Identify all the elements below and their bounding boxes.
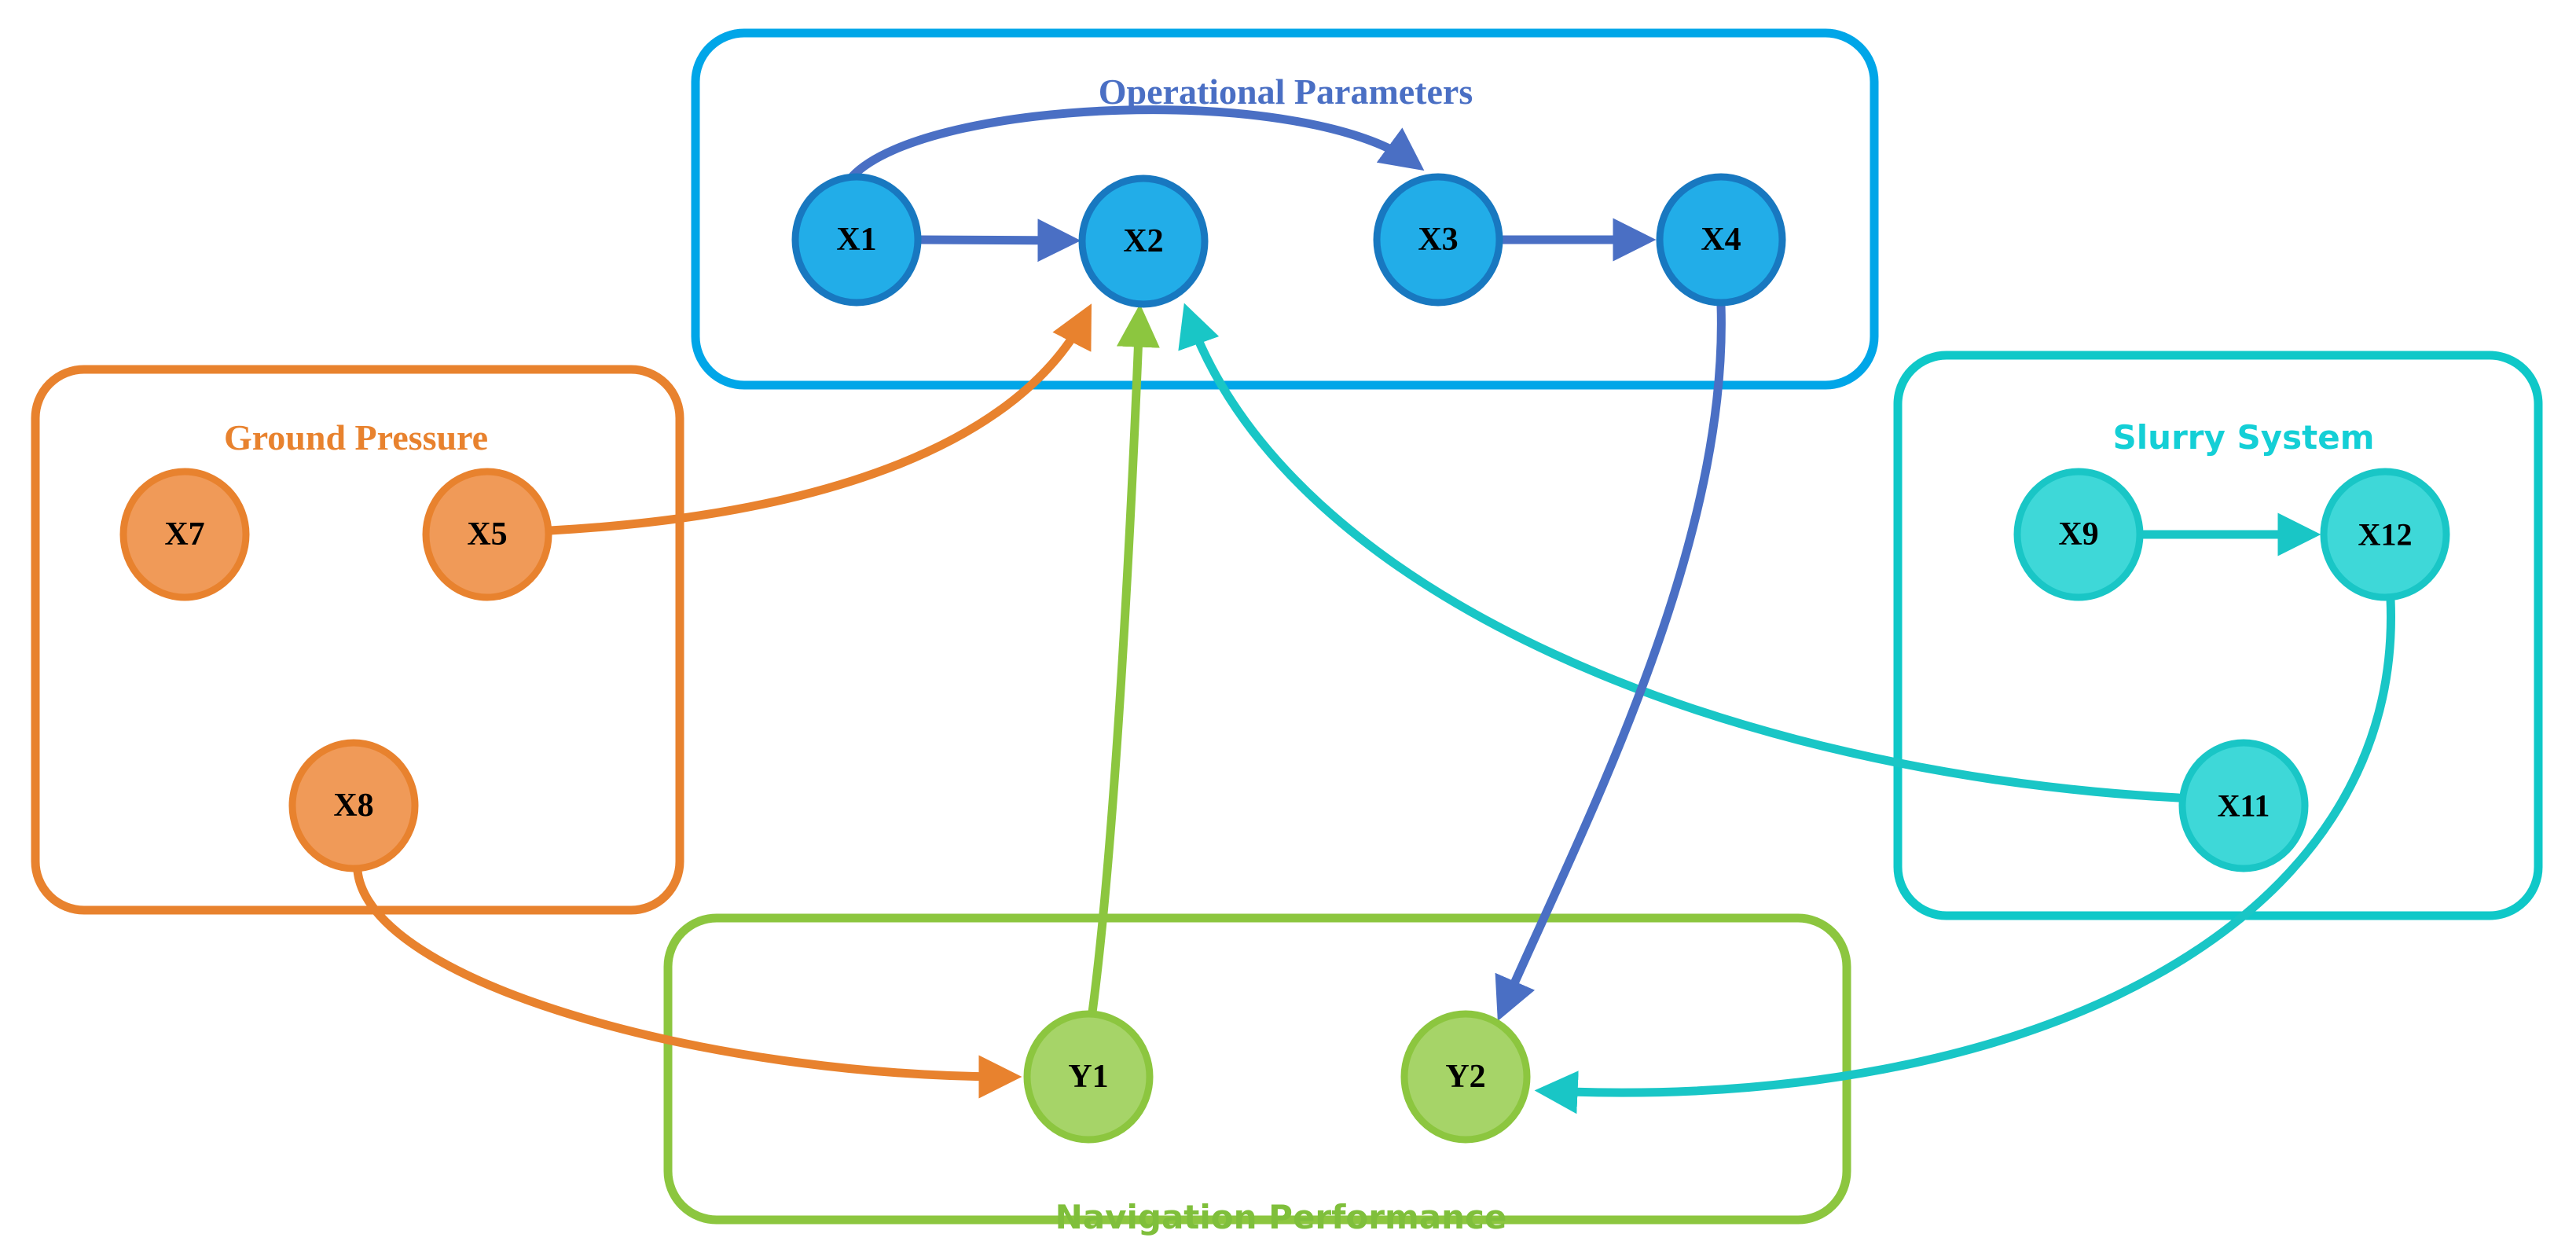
node-x12[interactable] <box>2320 468 2450 601</box>
edges-layer <box>353 105 2395 1115</box>
node-x1[interactable] <box>791 173 922 307</box>
edge-x11-to-x2 <box>1178 303 2183 802</box>
node-x11[interactable] <box>2178 739 2309 872</box>
nodes-layer <box>119 173 2450 1144</box>
edge-x8-to-y1 <box>353 866 1022 1099</box>
edge-x5-to-x2 <box>545 303 1092 535</box>
group-box-slurry <box>1893 351 2543 920</box>
edge-y1-to-x2 <box>1088 303 1160 1017</box>
group-box-navigation <box>663 913 1851 1225</box>
node-x2[interactable] <box>1078 174 1209 308</box>
edge-x12-to-y2 <box>1534 594 2395 1115</box>
edge-x4-to-y2 <box>1495 300 1726 1022</box>
edge-x1-to-x3 <box>848 105 1425 181</box>
edge-x1-to-x2 <box>916 219 1081 263</box>
group-box-ground <box>31 365 684 915</box>
group-box-operational <box>691 28 1879 390</box>
node-x5[interactable] <box>422 468 552 601</box>
group-boxes-layer <box>31 28 2543 1225</box>
node-x7[interactable] <box>119 468 250 601</box>
node-x3[interactable] <box>1373 173 1503 307</box>
node-y1[interactable] <box>1023 1010 1154 1144</box>
node-x8[interactable] <box>288 739 419 872</box>
node-x4[interactable] <box>1656 173 1786 307</box>
node-y2[interactable] <box>1400 1010 1531 1144</box>
node-x9[interactable] <box>2013 468 2144 601</box>
